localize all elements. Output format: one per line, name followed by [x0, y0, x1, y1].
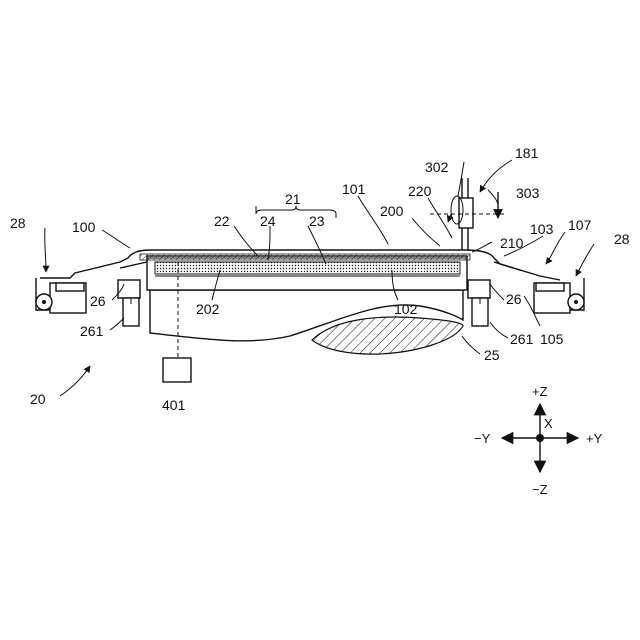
label-20: 20 [30, 391, 46, 407]
label-26-right: 26 [506, 291, 522, 307]
axis-minus-z: −Z [532, 482, 548, 497]
cutter-assembly [430, 178, 506, 250]
axis-plus-y: +Y [586, 431, 603, 446]
label-202: 202 [196, 301, 220, 317]
label-28-right: 28 [614, 231, 630, 247]
label-303: 303 [516, 185, 540, 201]
sheet-layers [40, 250, 560, 280]
label-401: 401 [162, 397, 186, 413]
label-28-left: 28 [10, 215, 26, 231]
label-200: 200 [380, 203, 404, 219]
axis-minus-y: −Y [474, 431, 491, 446]
label-302: 302 [425, 159, 449, 175]
label-107: 107 [568, 217, 592, 233]
label-22: 22 [214, 213, 230, 229]
label-24: 24 [260, 213, 276, 229]
label-25: 25 [484, 347, 500, 363]
label-261-right: 261 [510, 331, 534, 347]
right-clamp [468, 278, 584, 326]
label-103: 103 [530, 221, 554, 237]
label-21: 21 [285, 191, 301, 207]
label-181: 181 [515, 145, 539, 161]
axis-x: X [544, 416, 553, 431]
coordinate-axes: +Z −Z +Y −Y X [474, 384, 603, 497]
label-100: 100 [72, 219, 96, 235]
left-clamp [36, 278, 140, 326]
label-210: 210 [500, 235, 524, 251]
label-101: 101 [342, 181, 366, 197]
x-axis-dot-icon [536, 434, 544, 442]
axis-plus-z: +Z [532, 384, 548, 399]
label-23: 23 [309, 213, 325, 229]
label-105: 105 [540, 331, 564, 347]
sensor-401 [163, 358, 191, 382]
label-26-left: 26 [90, 293, 106, 309]
label-102: 102 [394, 301, 418, 317]
label-261-left: 261 [80, 323, 104, 339]
label-220: 220 [408, 183, 432, 199]
